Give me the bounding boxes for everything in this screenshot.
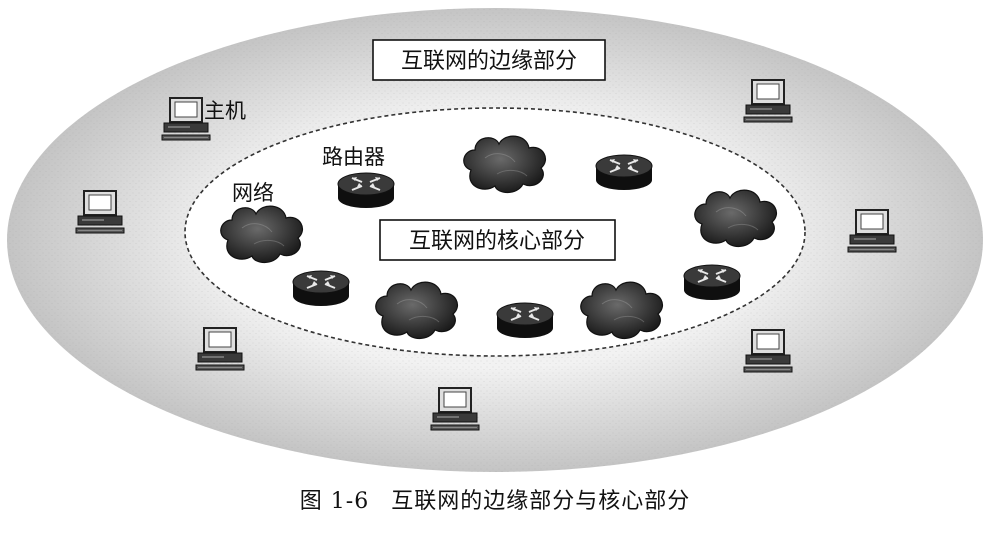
figure-caption: 图 1-6 互联网的边缘部分与核心部分	[0, 483, 990, 515]
figure-caption-text: 互联网的边缘部分与核心部分	[391, 489, 691, 514]
router-icon	[683, 264, 741, 301]
network-label: 网络	[232, 181, 274, 205]
host-label: 主机	[204, 99, 246, 123]
router-label: 路由器	[322, 145, 385, 169]
figure-number: 图 1-6	[299, 489, 370, 514]
edge-label-box: 互联网的边缘部分	[372, 39, 606, 81]
router-icon	[595, 154, 653, 191]
router-icon	[496, 302, 554, 339]
core-label-box: 互联网的核心部分	[379, 219, 616, 261]
router-icon	[337, 172, 395, 209]
core-label: 互联网的核心部分	[409, 229, 585, 254]
router-icon	[292, 270, 350, 307]
edge-label: 互联网的边缘部分	[401, 49, 577, 74]
